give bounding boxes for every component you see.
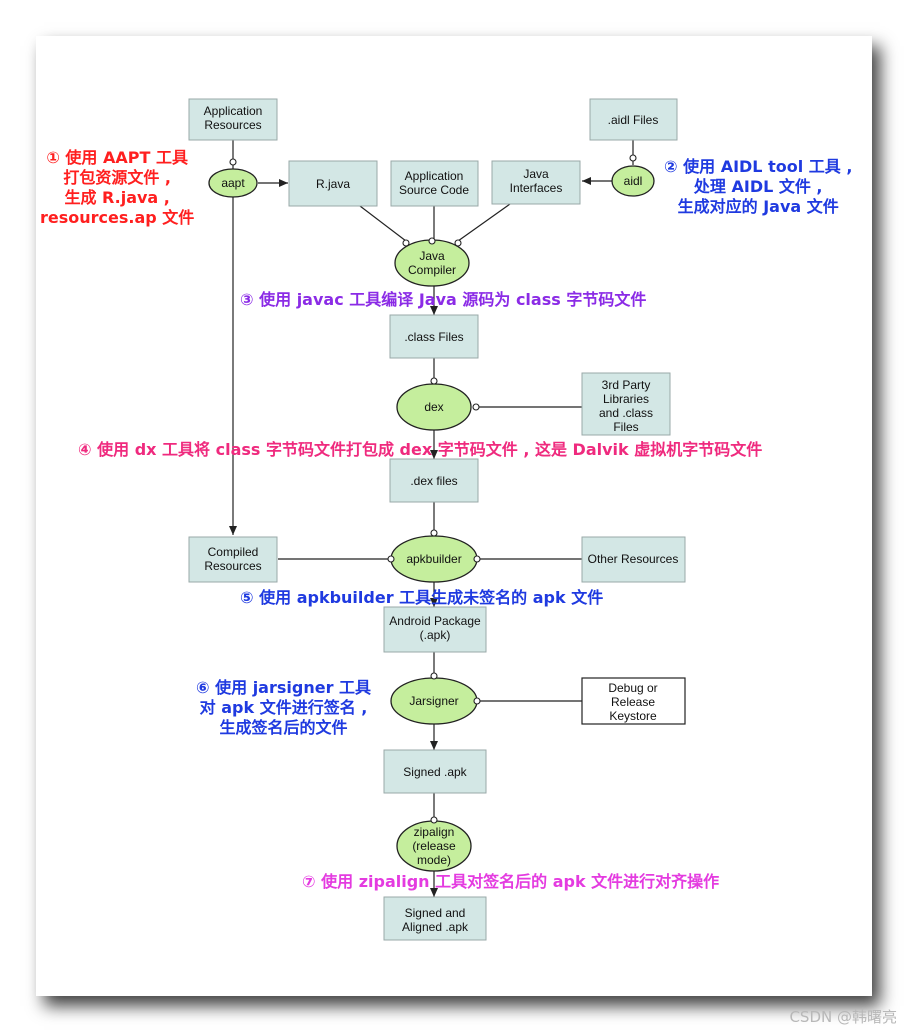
annotation-step1-line3: 生成 R.java ,: [64, 188, 170, 207]
dex-files-label: .dex files: [410, 474, 457, 488]
annotation-step4-text: ④ 使用 dx 工具将 class 字节码文件打包成 dex 字节码文件 , 这…: [78, 440, 763, 459]
signed-apk-box: Signed .apk: [383, 749, 487, 794]
other-resources-box: Other Resources: [581, 536, 686, 583]
annotation-step6: ⑥ 使用 jarsigner 工具 对 apk 文件进行签名 , 生成签名后的文…: [196, 678, 371, 738]
aidl-files-label: .aidl Files: [608, 113, 659, 127]
jarsigner-label: Jarsigner: [409, 694, 458, 708]
annotation-step3: ③ 使用 javac 工具编译 Java 源码为 class 字节码文件: [240, 290, 646, 310]
annotation-step6-line3: 生成签名后的文件: [219, 718, 348, 737]
annotation-step2-line1: ② 使用 AIDL tool 工具 ,: [664, 157, 853, 176]
annotation-step6-line2: 对 apk 文件进行签名 ,: [199, 698, 368, 717]
jarsigner-node: Jarsigner: [390, 677, 478, 725]
annotation-step1-line2: 打包资源文件 ,: [63, 168, 171, 187]
rjava-label: R.java: [316, 177, 350, 191]
annotation-step7-text: ⑦ 使用 zipalign 工具对签名后的 apk 文件进行对齐操作: [302, 872, 720, 891]
annotation-step2-line3: 生成对应的 Java 文件: [677, 197, 839, 216]
dex-label: dex: [424, 400, 443, 414]
annotation-step3-text: ③ 使用 javac 工具编译 Java 源码为 class 字节码文件: [240, 290, 647, 309]
android-package-box: Android Package(.apk): [383, 606, 487, 653]
aidl-node: aidl: [611, 165, 655, 197]
rjava-box: R.java: [288, 160, 378, 207]
annotation-step5: ⑤ 使用 apkbuilder 工具生成未签名的 apk 文件: [240, 588, 603, 608]
aidl-files-box: .aidl Files: [589, 98, 678, 141]
annotation-step1-line1: ① 使用 AAPT 工具: [46, 148, 188, 167]
annotation-step1-line4: resources.ap 文件: [40, 208, 195, 227]
signed-apk-label: Signed .apk: [403, 765, 467, 779]
link-rjava-compiler: [359, 205, 407, 242]
apkbuilder-node: apkbuilder: [390, 535, 478, 583]
aapt-label: aapt: [221, 176, 245, 190]
dex-files-box: .dex files: [389, 458, 479, 503]
annotation-step1: ① 使用 AAPT 工具 打包资源文件 , 生成 R.java , resour…: [40, 148, 194, 228]
apkbuilder-label: apkbuilder: [406, 552, 461, 566]
class-files-label: .class Files: [404, 330, 463, 344]
other-resources-label: Other Resources: [588, 552, 679, 566]
class-files-box: .class Files: [389, 314, 479, 359]
dex-node: dex: [396, 383, 472, 431]
link-interfaces-compiler: [457, 203, 511, 242]
aidl-label: aidl: [624, 174, 643, 188]
connector-dots: [229, 154, 637, 824]
annotation-step4: ④ 使用 dx 工具将 class 字节码文件打包成 dex 字节码文件 , 这…: [78, 440, 762, 460]
annotation-step6-line1: ⑥ 使用 jarsigner 工具: [196, 678, 372, 697]
aapt-node: aapt: [208, 168, 258, 198]
android-package-label: Android Package(.apk): [389, 614, 481, 642]
annotation-step5-text: ⑤ 使用 apkbuilder 工具生成未签名的 apk 文件: [240, 588, 604, 607]
annotation-step2: ② 使用 AIDL tool 工具 , 处理 AIDL 文件 , 生成对应的 J…: [664, 157, 852, 217]
watermark: CSDN @韩曙亮: [789, 1008, 897, 1026]
annotation-step7: ⑦ 使用 zipalign 工具对签名后的 apk 文件进行对齐操作: [302, 872, 719, 892]
annotation-step2-line2: 处理 AIDL 文件 ,: [693, 177, 823, 196]
